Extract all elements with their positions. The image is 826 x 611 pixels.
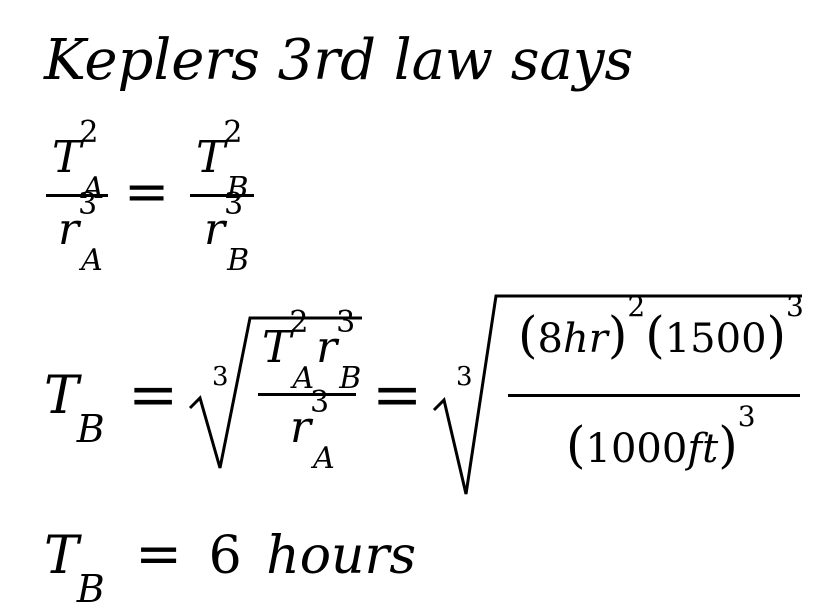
value-1000: 1000 [585,426,688,472]
fraction-bar [190,194,254,197]
paren-close: ) [718,416,738,474]
exponent: 2 [627,289,646,323]
title-text: Keplers 3rd law says [44,28,634,93]
equals-sign: = [128,360,179,430]
exponent: 2 [289,305,309,341]
equals-sign: = [372,360,423,430]
exponent: 3 [224,187,244,223]
paren-open: ( [566,416,586,474]
equals-sign: = [124,160,170,223]
fraction-b-denominator: r3B [204,190,265,275]
symbol-t: T [262,322,292,373]
fraction-bar [508,394,800,397]
symbol-t: T [196,132,226,183]
symbol-r: r [58,204,80,255]
root1-numerator: T2Ar3B [262,308,377,393]
lhs-tb: TB [44,366,105,448]
symbol-t: T [44,526,79,586]
subscript: B [227,242,250,278]
symbol-r: r [316,322,338,373]
value-8: 8 [537,316,563,362]
subscript: B [339,360,362,396]
symbol-t: T [52,132,82,183]
paren-close: ) [607,306,628,364]
equals-sign: = [135,522,183,587]
exponent: 3 [786,289,804,323]
unit-ft: ft [687,426,719,472]
symbol-r: r [204,204,226,255]
paren-open: ( [645,306,665,364]
symbol-t: T [44,366,79,426]
exponent: 3 [336,305,356,341]
fraction-a-denominator: r3A [58,190,119,275]
unit-hr: hr [562,316,608,362]
subscript: A [292,360,315,396]
subscript: A [81,242,103,278]
subscript: B [76,567,105,611]
subscript: B [76,407,105,452]
result-value: 6 [208,526,242,586]
root1-denominator: r3A [290,388,351,473]
exponent: 2 [79,115,99,151]
symbol-r: r [290,402,312,453]
exponent: 3 [737,399,756,433]
paren-open: ( [518,306,538,364]
paren-close: ) [766,306,787,364]
root-index: 3 [456,362,473,392]
exponent: 2 [223,115,243,151]
equation-result: TB = 6 hours [44,522,417,608]
fraction-a-numerator: T2A [52,118,120,203]
fraction-bar [46,194,108,197]
root2-denominator: (1000ft)3 [566,402,756,474]
root2-numerator: (8hr)2(1500)3 [518,292,804,364]
fraction-b-numerator: T2B [196,118,265,203]
radical-sign-icon [432,294,802,495]
radical-sign-icon [188,316,362,469]
root-index: 3 [212,362,229,392]
subscript: A [313,440,335,476]
value-1500: 1500 [664,316,767,362]
fraction-bar [258,393,356,396]
exponent: 3 [78,187,98,223]
result-unit: hours [266,526,417,586]
exponent: 3 [310,385,330,421]
